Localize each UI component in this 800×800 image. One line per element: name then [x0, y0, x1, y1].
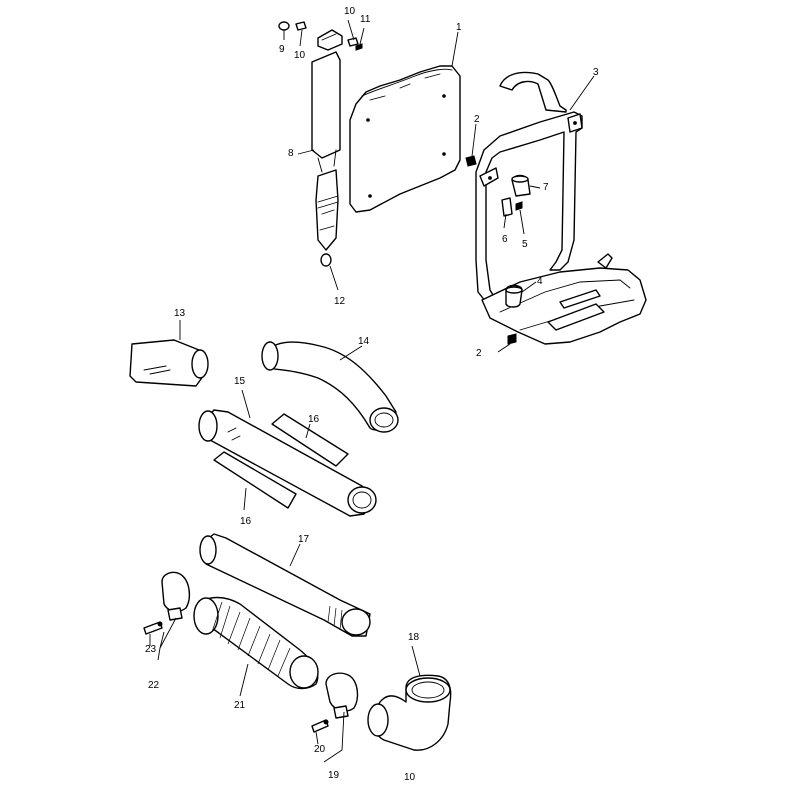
callout-10: 10 — [294, 50, 306, 61]
callout-11: 11 — [360, 14, 371, 25]
backpack-frame — [475, 71, 647, 345]
corrugated-hose — [193, 596, 319, 690]
callout-labels: 1 2 2 3 4 5 6 7 8 9 10 10 11 12 13 14 15… — [145, 6, 599, 783]
callout-6: 6 — [502, 234, 508, 245]
callout-23: 23 — [145, 644, 157, 655]
callout-13: 13 — [174, 308, 186, 319]
leader-lines — [149, 19, 595, 763]
callout-17: 17 — [298, 534, 310, 545]
callout-8: 8 — [288, 148, 294, 159]
frame-hardware — [465, 155, 531, 345]
callout-12: 12 — [334, 296, 346, 307]
nozzle — [129, 339, 209, 387]
callout-19: 19 — [328, 770, 340, 781]
callout-1: 1 — [456, 22, 462, 33]
hose-clamp-upper — [143, 571, 191, 635]
callout-22: 22 — [148, 680, 160, 691]
callout-3: 3 — [593, 67, 599, 78]
callout-21: 21 — [234, 700, 246, 711]
page-number: 10 — [404, 772, 416, 783]
callout-15: 15 — [234, 376, 246, 387]
hose-clamp-lower — [311, 672, 359, 733]
decal-labels — [213, 413, 349, 509]
back-pad — [349, 65, 461, 213]
callout-7: 7 — [543, 182, 549, 193]
callout-14: 14 — [358, 336, 370, 347]
callout-16: 16 — [308, 414, 320, 425]
callout-16: 16 — [240, 516, 252, 527]
callout-9: 9 — [279, 44, 285, 55]
ribbed-pipe — [199, 533, 371, 637]
curved-pipe — [261, 341, 399, 433]
shoulder-strap — [311, 51, 341, 267]
callout-5: 5 — [522, 239, 528, 250]
callout-2: 2 — [476, 348, 482, 359]
callout-2: 2 — [474, 114, 480, 125]
callout-10: 10 — [344, 6, 356, 17]
straight-pipe — [198, 409, 377, 517]
callout-4: 4 — [537, 276, 543, 287]
callout-20: 20 — [314, 744, 326, 755]
elbow-fitting — [367, 674, 452, 751]
callout-18: 18 — [408, 632, 420, 643]
